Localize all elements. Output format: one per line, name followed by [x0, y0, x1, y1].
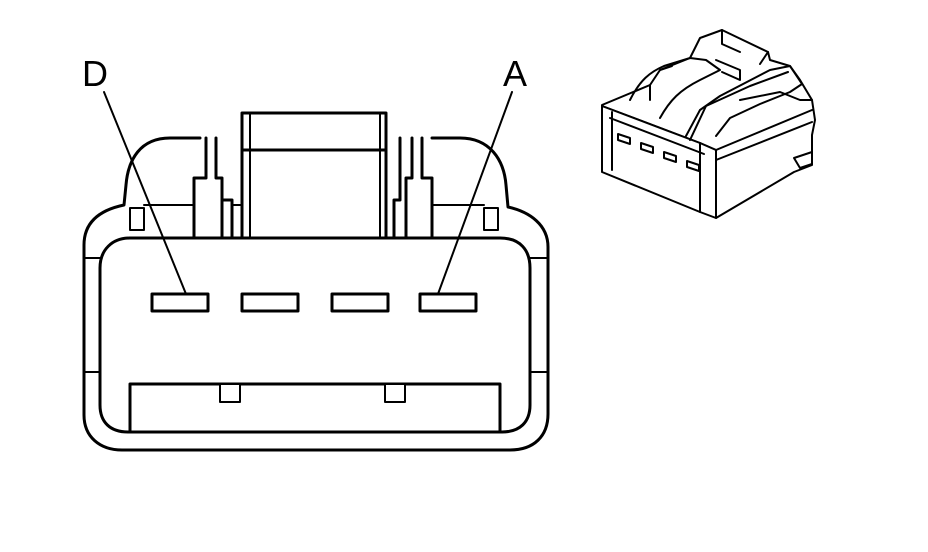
terminal-cavity-b	[330, 292, 390, 313]
pin-label-d: D	[82, 53, 108, 94]
connector-front-view: D A	[82, 53, 550, 452]
iso-right-face	[715, 109, 813, 161]
iso-latch-right	[685, 65, 803, 137]
iso-latch-left	[629, 57, 721, 119]
terminal-cavity-c	[240, 292, 300, 313]
pin-label-a: A	[503, 53, 527, 94]
leader-line-a	[437, 91, 513, 295]
leader-line-d	[103, 91, 187, 295]
side-ribs	[83, 257, 549, 373]
iso-terminal-cavities	[617, 133, 700, 172]
connector-face-outline	[98, 236, 532, 434]
terminal-cavity-a	[418, 292, 478, 313]
latch-tower	[240, 111, 388, 240]
connector-housing-outline	[82, 136, 550, 452]
left-latch-guide	[129, 136, 243, 240]
right-latch-guide	[392, 136, 499, 240]
terminal-cavities	[150, 292, 478, 313]
bottom-key-slot	[128, 382, 502, 434]
connector-isometric-view	[601, 29, 816, 219]
terminal-cavity-d	[150, 292, 210, 313]
